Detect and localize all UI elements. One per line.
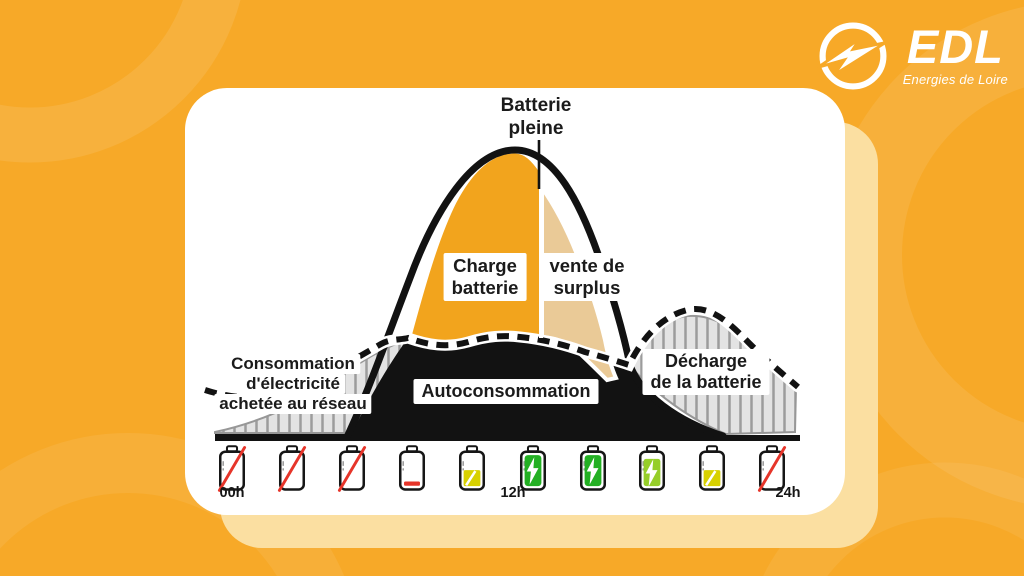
brand-tagline: Energies de Loire [902, 71, 1008, 87]
battery-empty-crossed-icon [216, 445, 248, 492]
timeline-label-00h: 00h [219, 485, 245, 501]
battery-half-icon [696, 445, 728, 492]
lightning-bolt-icon [816, 22, 887, 90]
battery-half-icon [456, 445, 488, 492]
battery-empty-crossed-icon [336, 445, 368, 492]
battery-full-label: Batterie pleine [500, 95, 572, 139]
autoconsumption-label: Autoconsommation [413, 379, 599, 404]
timeline-label-24h: 24h [775, 485, 801, 501]
battery-full-charging-icon [577, 445, 609, 492]
surplus-sale-label: vente de surplus [541, 253, 633, 301]
logo: EDL Energies de Loire [815, 18, 1008, 94]
consumption-dashed-curve [204, 306, 800, 401]
battery-empty-crossed-icon [276, 445, 308, 492]
battery-high-charging-icon [636, 445, 668, 492]
timeline-label-12h: 12h [500, 485, 526, 501]
diagram-card: Batterie pleine Charge batterie vente de… [185, 88, 845, 515]
battery-row [185, 88, 845, 515]
battery-charge-label: Charge batterie [443, 253, 527, 301]
brand-name: EDL [906, 20, 1004, 74]
battery-empty-crossed-icon [756, 445, 788, 492]
battery-discharge-label: Décharge de la batterie [642, 349, 770, 395]
grid-purchase-label: Consommation d'électricité achetée au ré… [214, 354, 372, 414]
battery-low-icon [396, 445, 428, 492]
battery-full-charging-icon [517, 445, 549, 492]
